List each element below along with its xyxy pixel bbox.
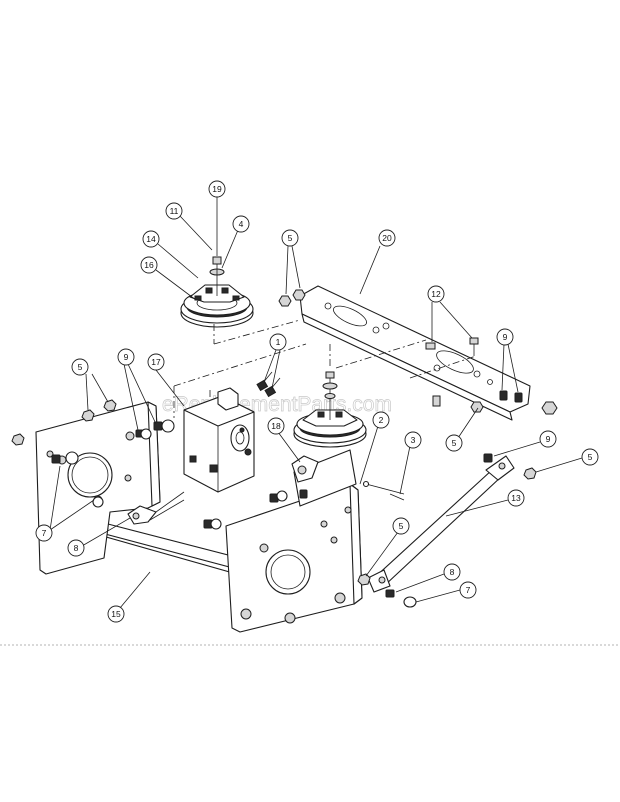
plate-left-nuts[interactable]	[278, 289, 306, 307]
svg-text:5: 5	[78, 362, 83, 372]
right-plate-bolts[interactable]	[203, 489, 308, 530]
svg-text:5: 5	[288, 233, 293, 243]
svg-text:9: 9	[503, 332, 508, 342]
gearbox-bolts[interactable]	[256, 371, 281, 398]
svg-text:13: 13	[511, 493, 521, 503]
svg-text:7: 7	[466, 585, 471, 595]
svg-text:8: 8	[74, 543, 79, 553]
gearbox[interactable]	[183, 387, 255, 493]
callout-5-far-right: 5	[581, 448, 599, 466]
callout-12: 12	[427, 285, 445, 303]
svg-text:14: 14	[146, 234, 156, 244]
callout-11: 11	[165, 202, 183, 220]
plate-right-nuts[interactable]	[470, 390, 558, 415]
svg-text:19: 19	[212, 184, 222, 194]
leader-lines	[49, 197, 583, 609]
callout-18: 18	[267, 417, 285, 435]
callout-5-mid: 5	[445, 434, 463, 452]
callout-13: 13	[507, 489, 525, 507]
svg-text:5: 5	[588, 452, 593, 462]
svg-text:1: 1	[276, 337, 281, 347]
right-side-plate[interactable]	[225, 449, 363, 633]
svg-text:15: 15	[111, 609, 121, 619]
svg-text:11: 11	[170, 206, 179, 216]
left-coupler[interactable]	[127, 491, 185, 525]
callout-14: 14	[142, 230, 160, 248]
callout-4: 4	[232, 215, 250, 233]
callout-20: 20	[378, 229, 396, 247]
svg-text:3: 3	[411, 435, 416, 445]
callout-16: 16	[140, 256, 158, 274]
lower-pulley-assembly[interactable]	[293, 371, 367, 448]
callout-9-mid: 9	[539, 430, 557, 448]
svg-text:2: 2	[379, 415, 384, 425]
tie-bar[interactable]	[367, 455, 515, 593]
svg-text:12: 12	[431, 289, 441, 299]
callout-7-right: 7	[459, 581, 477, 599]
svg-text:5: 5	[399, 521, 404, 531]
alignment-lines	[173, 319, 477, 418]
callout-9-right: 9	[496, 328, 514, 346]
callout-1: 1	[269, 333, 287, 351]
callout-5-left: 5	[71, 358, 89, 376]
callout-2: 2	[372, 411, 390, 429]
callout-7-left: 7	[35, 524, 53, 542]
callout-5-lower: 5	[392, 517, 410, 535]
callout-8-right: 8	[443, 563, 461, 581]
upper-pulley-assembly[interactable]	[180, 256, 254, 328]
callout-9-left: 9	[117, 348, 135, 366]
svg-text:20: 20	[382, 233, 392, 243]
callout-8-left: 8	[67, 539, 85, 557]
svg-text:7: 7	[42, 528, 47, 538]
svg-text:16: 16	[144, 260, 154, 270]
callout-19: 19	[208, 180, 226, 198]
svg-text:18: 18	[271, 421, 281, 431]
svg-text:5: 5	[452, 438, 457, 448]
plate-bolts[interactable]	[425, 337, 479, 407]
pivot-rod[interactable]	[362, 480, 405, 501]
left-plate-bolts[interactable]	[11, 399, 175, 508]
svg-text:9: 9	[546, 434, 551, 444]
callout-3: 3	[404, 431, 422, 449]
left-side-plate[interactable]	[35, 401, 161, 575]
bearing-bracket[interactable]	[291, 455, 319, 483]
svg-text:8: 8	[450, 567, 455, 577]
callout-17: 17	[147, 353, 165, 371]
svg-text:9: 9	[124, 352, 129, 362]
callout-5-top: 5	[281, 229, 299, 247]
top-mounting-plate[interactable]	[299, 285, 531, 421]
callout-15: 15	[107, 605, 125, 623]
svg-text:17: 17	[151, 357, 161, 367]
svg-text:4: 4	[239, 219, 244, 229]
